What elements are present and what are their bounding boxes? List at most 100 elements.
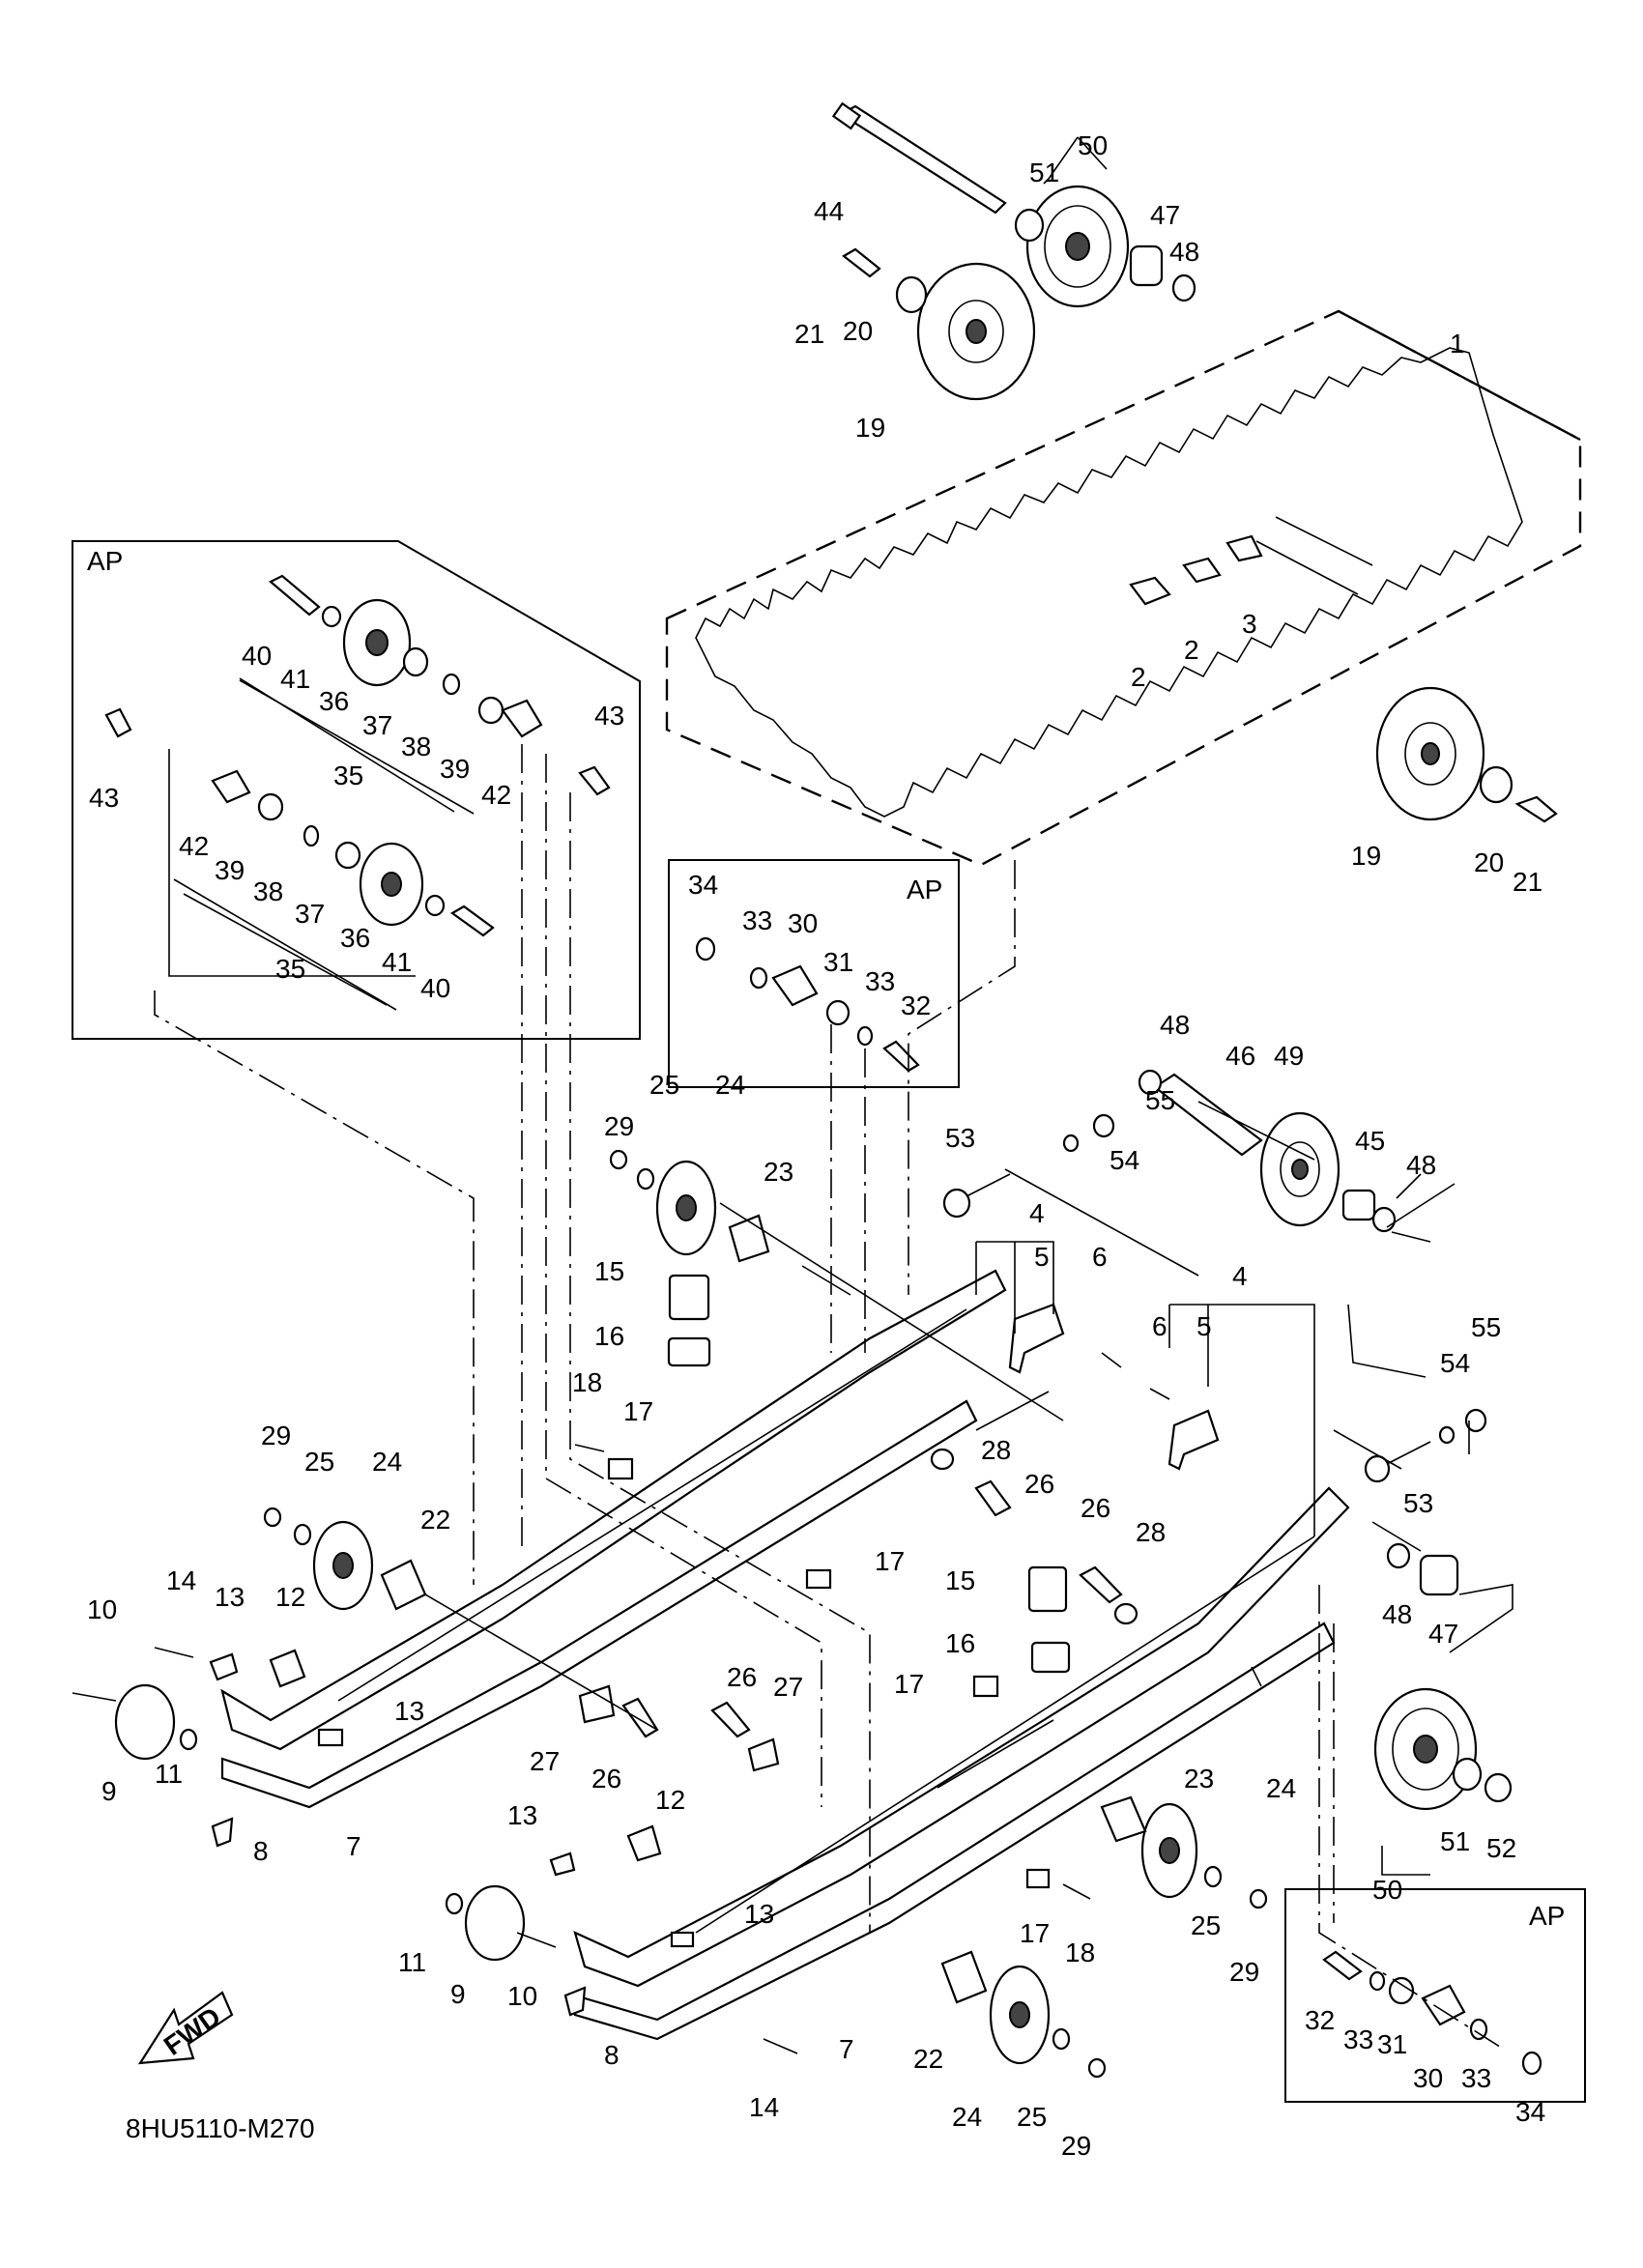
bushing-23-a — [728, 1214, 770, 1263]
callout-40: 40 — [242, 641, 272, 671]
bushing-22-a — [380, 1559, 427, 1611]
callout-16: 16 — [945, 1628, 975, 1658]
idler-wheel-50-lower — [1373, 1687, 1513, 1811]
ap-left-parts — [104, 574, 611, 1011]
callout-53: 53 — [1403, 1488, 1433, 1518]
callout-13: 13 — [744, 1899, 774, 1929]
rear-axle-46 — [1138, 1069, 1263, 1157]
callout-30: 30 — [788, 908, 818, 938]
front-parts-9-14-a — [72, 1647, 344, 1848]
callout-9: 9 — [101, 1776, 117, 1806]
callout-13: 13 — [394, 1696, 424, 1726]
bracket-4-lower — [1149, 1388, 1220, 1471]
bushing-23-b — [1100, 1795, 1147, 1843]
bolt-21-upper — [842, 247, 881, 278]
callout-labels: 1 2 2 3 4 4 5 5 6 6 7 7 8 8 9 9 10 10 11… — [87, 130, 1545, 2161]
callout-35: 35 — [275, 954, 305, 984]
callout-16: 16 — [594, 1321, 624, 1351]
callout-50: 50 — [1078, 130, 1108, 160]
callout-2: 2 — [1184, 635, 1199, 665]
ap-box-middle — [668, 859, 960, 1088]
callout-14: 14 — [166, 1565, 196, 1595]
callout-26: 26 — [1081, 1493, 1110, 1523]
clip-17-18-a — [574, 1444, 832, 1590]
callout-11: 11 — [398, 1947, 426, 1977]
callout-34: 34 — [1515, 2097, 1545, 2127]
callout-38: 38 — [401, 732, 431, 761]
callout-13: 13 — [507, 1800, 537, 1830]
callout-3: 3 — [1242, 609, 1257, 639]
ap-label-left: AP — [87, 546, 123, 576]
callout-48: 48 — [1169, 237, 1199, 267]
callout-41: 41 — [382, 947, 412, 977]
callout-25: 25 — [1191, 1910, 1221, 1940]
callout-12: 12 — [655, 1785, 685, 1815]
callout-28: 28 — [981, 1435, 1011, 1465]
washer-25-29-a — [263, 1507, 312, 1546]
bolt-21-lower — [1514, 795, 1558, 823]
callout-37: 37 — [362, 710, 392, 740]
block-15-16-b — [1027, 1565, 1071, 1674]
callout-18: 18 — [572, 1367, 602, 1397]
washer-25-29-b — [609, 1149, 655, 1191]
callout-40: 40 — [420, 973, 450, 1003]
idler-wheel-50-upper — [1025, 185, 1130, 308]
callout-47: 47 — [1150, 200, 1180, 230]
callout-46: 46 — [1225, 1041, 1255, 1071]
callout-24: 24 — [952, 2102, 982, 2132]
ap-box-left — [72, 540, 641, 1040]
wheel-24-c — [1140, 1802, 1198, 1899]
clips-2-3 — [1129, 534, 1263, 606]
collar-45 — [1341, 1189, 1376, 1221]
callout-29: 29 — [261, 1421, 291, 1450]
collar-47-upper — [1129, 244, 1164, 287]
callout-42: 42 — [481, 780, 511, 810]
clip-17-b — [972, 1675, 999, 1698]
callout-24: 24 — [715, 1070, 745, 1100]
callout-33: 33 — [1343, 2024, 1373, 2054]
callout-8: 8 — [253, 1836, 269, 1866]
callout-32: 32 — [1305, 2005, 1335, 2035]
callout-48: 48 — [1406, 1150, 1436, 1180]
washer-25-29-d — [1052, 2027, 1107, 2079]
callout-4: 4 — [1029, 1198, 1045, 1228]
callout-27: 27 — [773, 1672, 803, 1702]
callout-42: 42 — [179, 831, 209, 861]
callout-36: 36 — [319, 686, 349, 716]
callout-1: 1 — [1450, 329, 1465, 359]
bracket-4-upper — [1008, 1303, 1122, 1374]
callout-33: 33 — [1461, 2063, 1491, 2093]
ap-right-parts — [1322, 1950, 1542, 2076]
callout-29: 29 — [604, 1111, 634, 1141]
callout-7: 7 — [839, 2034, 854, 2064]
callout-27: 27 — [530, 1746, 560, 1776]
wheel-19-lower — [1375, 686, 1485, 821]
wheel-24-a — [312, 1520, 374, 1611]
callout-21: 21 — [794, 319, 824, 349]
callout-28: 28 — [1136, 1517, 1166, 1547]
callout-19: 19 — [855, 413, 885, 443]
callout-2: 2 — [1131, 662, 1146, 692]
collar-20-lower — [1479, 765, 1513, 804]
callout-47: 47 — [1428, 1619, 1458, 1649]
callout-41: 41 — [280, 664, 310, 694]
ap-middle-parts — [695, 936, 920, 1073]
callout-25: 25 — [649, 1070, 679, 1100]
callout-50: 50 — [1372, 1875, 1402, 1905]
callout-34: 34 — [688, 870, 718, 900]
callout-26: 26 — [727, 1662, 757, 1692]
callout-54: 54 — [1110, 1145, 1139, 1175]
callout-22: 22 — [420, 1505, 450, 1535]
clip-17-18-b — [1025, 1868, 1091, 1900]
wheel-49 — [1259, 1111, 1340, 1227]
callout-21: 21 — [1513, 867, 1542, 897]
callout-4: 4 — [1232, 1261, 1248, 1291]
idler-bearing-51-upper — [1014, 208, 1045, 243]
callout-51: 51 — [1029, 158, 1059, 187]
callout-17: 17 — [1020, 1918, 1050, 1948]
callout-44: 44 — [814, 196, 844, 226]
idler-shaft-44 — [831, 101, 1007, 215]
track-belt — [665, 309, 1582, 867]
callout-10: 10 — [507, 1981, 537, 2011]
washer-25-29-c — [1203, 1865, 1268, 1909]
